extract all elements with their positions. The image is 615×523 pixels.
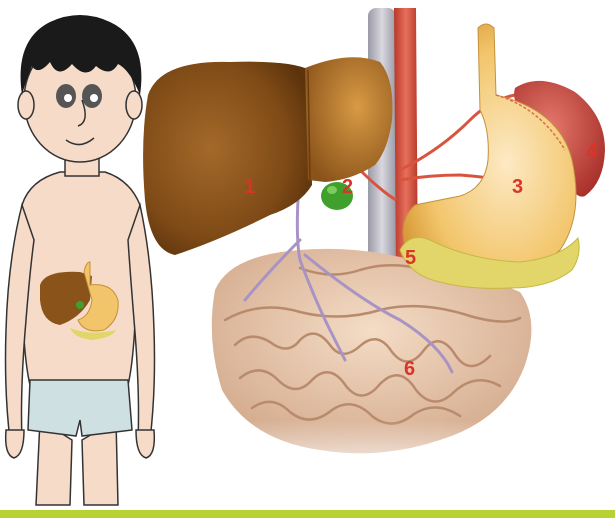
mini-gallbladder — [76, 301, 84, 309]
shorts — [28, 380, 132, 436]
label-gallbladder: 2 — [342, 176, 353, 199]
label-spleen: 4 — [586, 141, 597, 164]
label-liver: 1 — [244, 176, 255, 199]
cartoon-person — [6, 15, 155, 505]
liver-left-lobe — [143, 62, 312, 255]
label-intestine: 6 — [404, 358, 415, 381]
accent-bar — [0, 510, 615, 518]
anatomy-detail — [143, 8, 605, 480]
stomach — [403, 24, 576, 276]
label-pancreas: 5 — [405, 247, 416, 270]
label-stomach: 3 — [512, 176, 523, 199]
